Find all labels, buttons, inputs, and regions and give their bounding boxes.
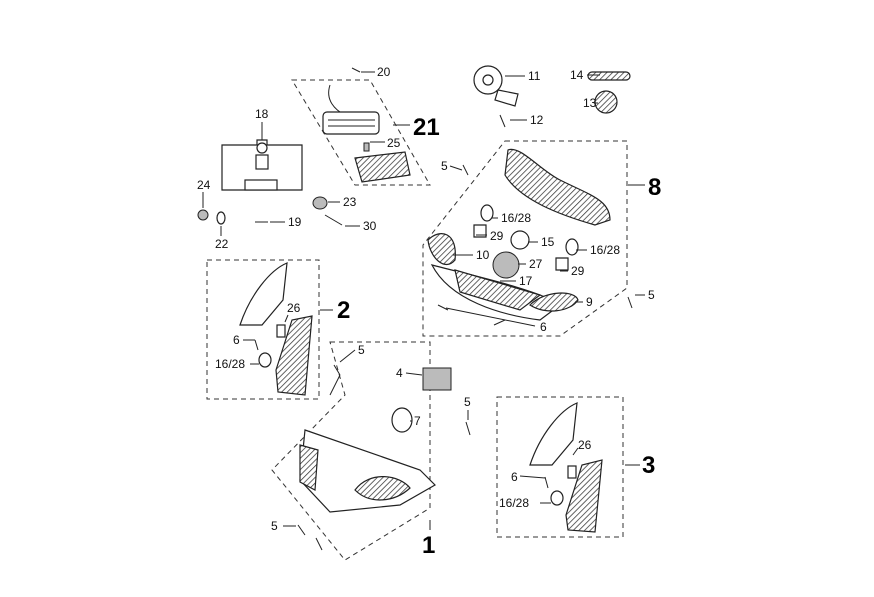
part-label: 14	[570, 68, 584, 82]
washer-part	[216, 211, 226, 225]
part-label: 27	[529, 257, 543, 271]
part-label: 5	[648, 288, 655, 302]
part-label: 24	[197, 178, 211, 192]
part-label: 25	[387, 136, 401, 150]
part-label: 5	[441, 159, 448, 173]
grommet-part	[312, 196, 328, 210]
grille-13	[594, 90, 618, 114]
part-label: 10	[476, 248, 490, 262]
group-8-outline	[422, 140, 628, 337]
group-label: 2	[337, 297, 350, 324]
part-label: 5	[464, 395, 471, 409]
part-label: 20	[377, 65, 391, 79]
grille-14	[587, 71, 631, 81]
group-3-outline	[496, 396, 624, 538]
group-label: 1	[422, 532, 435, 559]
part-label: 9	[586, 295, 593, 309]
part-label: 16/28	[215, 357, 245, 371]
part-label: 26	[578, 438, 592, 452]
front-cover-frame	[504, 148, 611, 226]
group-label: 8	[648, 174, 661, 201]
screw-30	[324, 214, 343, 226]
part-label: 5	[271, 519, 278, 533]
part-label: 26	[287, 301, 301, 315]
group-2-outline	[206, 259, 320, 400]
part-label: 5	[358, 343, 365, 357]
part-label: 11	[528, 69, 541, 83]
part-label: 13	[583, 96, 597, 110]
part-label: 29	[490, 229, 504, 243]
part-label: 17	[519, 274, 533, 288]
part-label: 6	[540, 320, 547, 334]
part-label: 23	[343, 195, 357, 209]
part-label: 30	[363, 219, 377, 233]
part-label: 29	[571, 264, 585, 278]
part-label: 16/28	[590, 243, 620, 257]
part-label: 7	[414, 414, 421, 428]
leader-lines	[202, 71, 645, 530]
part-label: 4	[396, 366, 403, 380]
part-label: 6	[511, 470, 518, 484]
group-label: 21	[413, 114, 440, 141]
nut-part	[197, 209, 209, 221]
part-label: 16/28	[499, 496, 529, 510]
part-label: 16/28	[501, 211, 531, 225]
group-21-outline	[291, 79, 431, 186]
part-label: 18	[255, 107, 269, 121]
tail-light-part	[322, 84, 411, 183]
screw-20	[351, 67, 361, 73]
group-1-outline	[271, 341, 431, 561]
part-label: 19	[288, 215, 302, 229]
part-label: 12	[530, 113, 544, 127]
part-label: 22	[215, 237, 229, 251]
part-label: 6	[233, 333, 240, 347]
part-label: 15	[541, 235, 555, 249]
part-labels: 20 21 25 18 24 22 19 23 30 11 12 14 13 5…	[197, 65, 661, 559]
group-label: 3	[642, 452, 655, 479]
